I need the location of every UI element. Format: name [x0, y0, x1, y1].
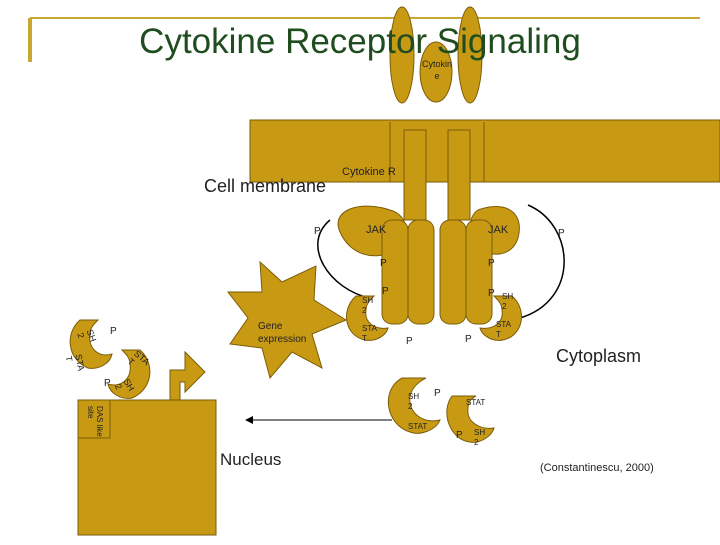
stat-label: STA T — [496, 320, 511, 339]
cytokine-r-label: Cytokine R — [342, 166, 396, 178]
p-label: P — [456, 430, 463, 441]
stat-label: STAT — [408, 422, 428, 431]
p-label: P — [110, 326, 117, 337]
sh2-label: SH 2 — [408, 392, 420, 411]
gene-expression-label: Gene expression — [258, 321, 307, 345]
p-label: P — [406, 336, 413, 347]
stat-label: STAT — [466, 398, 486, 407]
p-label: P — [488, 288, 495, 299]
das-site-label: DAS like site — [86, 406, 104, 437]
diagram-title: Cytokine Receptor Signaling — [139, 22, 581, 61]
sh2-label: SH 2 — [474, 428, 486, 447]
gene-expression-star — [226, 260, 348, 380]
slide-frame — [28, 17, 700, 62]
cell-membrane-label: Cell membrane — [204, 176, 327, 196]
p-label: P — [488, 258, 495, 269]
nucleus-label: Nucleus — [220, 450, 282, 469]
stat-crescents — [69, 295, 522, 443]
sh2-label: SH 2 — [502, 292, 514, 311]
sh2-label: SH 2 — [362, 296, 374, 315]
cytoplasm-label: Cytoplasm — [556, 346, 642, 366]
stat-label: STA T — [63, 353, 87, 372]
p-label: P — [380, 258, 387, 269]
jak-right-label: JAK — [488, 224, 509, 236]
transcription-arrow — [169, 350, 206, 401]
p-label: P — [314, 226, 321, 237]
p-label: P — [382, 286, 389, 297]
das-site-box — [77, 399, 111, 439]
p-label: P — [558, 228, 565, 239]
jak-arcs — [317, 204, 565, 319]
citation-label: (Constantinescu, 2000) — [540, 462, 654, 474]
receptor-intracellular — [381, 219, 493, 325]
cell-membrane-band — [249, 119, 720, 183]
p-label: P — [104, 378, 111, 389]
p-label: P — [434, 388, 441, 399]
cytokine-label: Cytokin e — [421, 59, 452, 81]
jak-left-label: JAK — [366, 224, 387, 236]
stat-label: STA T — [362, 324, 377, 343]
p-label: P — [465, 334, 472, 345]
cytokine-receptor — [389, 6, 485, 221]
